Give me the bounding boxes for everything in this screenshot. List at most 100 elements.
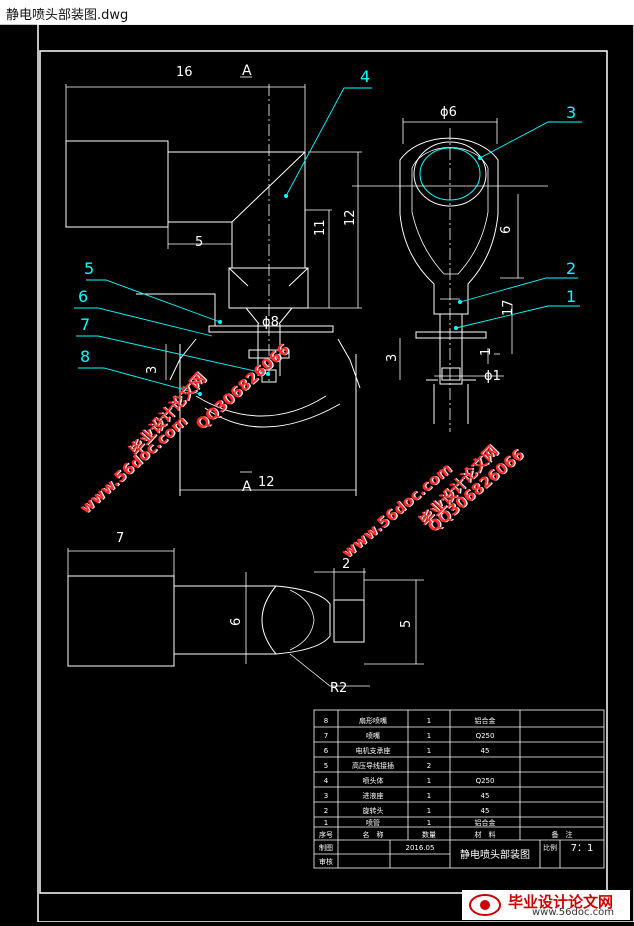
dim-7: 7 bbox=[116, 531, 124, 546]
scale-value: 7：1 bbox=[571, 843, 594, 854]
drawing-frame bbox=[39, 50, 608, 894]
callout-8: 8 bbox=[80, 347, 90, 366]
front-view bbox=[65, 140, 361, 496]
dim-3-right: 3 bbox=[385, 354, 400, 362]
bom-header-material: 材 料 bbox=[475, 830, 496, 839]
bom-qty: 1 bbox=[427, 819, 431, 827]
scale-label: 比例 bbox=[543, 843, 557, 852]
bom-no: 7 bbox=[324, 732, 328, 740]
draw-date: 2016.05 bbox=[406, 844, 435, 852]
bom-header-qty: 数量 bbox=[422, 830, 436, 839]
bom-no: 2 bbox=[324, 807, 328, 815]
bom-header-no: 序号 bbox=[319, 830, 333, 839]
callout-2: 2 bbox=[566, 259, 576, 278]
dim-phi1: ϕ1 bbox=[484, 369, 501, 384]
bottom-view bbox=[67, 575, 365, 667]
bom-qty: 1 bbox=[427, 732, 431, 740]
bom-name: 进液座 bbox=[363, 791, 384, 800]
bom-header-name: 名 称 bbox=[363, 830, 384, 839]
callout-5: 5 bbox=[84, 259, 94, 278]
bom-row: 5 高压导线接插 2 bbox=[324, 761, 431, 770]
bom-name: 喷嘴 bbox=[366, 731, 380, 740]
leader-dots bbox=[198, 156, 482, 396]
bom-rows: 8 扇形喷嘴 1 铝合金 7 喷嘴 1 Q250 6 电机支承座 1 45 5 … bbox=[319, 716, 593, 866]
bom-no: 6 bbox=[324, 747, 329, 755]
window-titlebar: 静电喷头部装图.dwg bbox=[0, 0, 634, 25]
dim-16: 16 bbox=[176, 65, 193, 80]
bom-row: 8 扇形喷嘴 1 铝合金 bbox=[324, 716, 496, 725]
leaders bbox=[74, 87, 582, 395]
callout-numbers: 4 3 5 6 7 8 2 1 bbox=[78, 67, 576, 366]
front-dims bbox=[65, 76, 362, 491]
callout-1: 1 bbox=[566, 287, 576, 306]
draw-label: 制图 bbox=[319, 843, 333, 852]
bom-material: 45 bbox=[481, 807, 490, 815]
callout-6: 6 bbox=[78, 287, 88, 306]
bom-material: 45 bbox=[481, 792, 490, 800]
bom-qty: 1 bbox=[427, 777, 431, 785]
bottom-dim-text: 7 2 6 5 R2 bbox=[116, 531, 414, 696]
dim-5: 5 bbox=[195, 235, 203, 250]
callout-3: 3 bbox=[566, 103, 576, 122]
dim-r2: R2 bbox=[330, 681, 347, 696]
bom-name: 喷头体 bbox=[363, 776, 384, 785]
dim-17: 17 bbox=[501, 299, 516, 316]
callout-7: 7 bbox=[80, 315, 90, 334]
bom-row: 3 进液座 1 45 bbox=[324, 791, 490, 800]
dim-phi8: ϕ8 bbox=[262, 315, 279, 330]
bom-name: 高压导线接插 bbox=[352, 761, 394, 770]
bom-table-lines bbox=[313, 709, 605, 869]
side-view bbox=[399, 137, 499, 424]
front-dim-text: 16 5 11 12 ϕ8 3 12 A A bbox=[145, 63, 358, 495]
bom-name: 旋转头 bbox=[363, 806, 384, 815]
dim-11: 11 bbox=[313, 219, 328, 236]
bom-qty: 1 bbox=[427, 717, 431, 725]
section-mark-a-top: A bbox=[242, 63, 252, 79]
bom-row: 4 喷头体 1 Q250 bbox=[324, 776, 495, 785]
bom-material: Q250 bbox=[476, 732, 495, 740]
bom-row: 2 旋转头 1 45 bbox=[324, 806, 490, 815]
window-title: 静电喷头部装图.dwg bbox=[6, 8, 129, 23]
dim-2: 2 bbox=[342, 557, 350, 572]
site-logo: 毕业设计论文网 www.56doc.com bbox=[462, 890, 630, 920]
bom-material: Q250 bbox=[476, 777, 495, 785]
bom-material: 铝合金 bbox=[475, 818, 496, 827]
drawing-canvas[interactable]: 16 5 11 12 ϕ8 3 12 A A ϕ6 bbox=[0, 23, 634, 923]
bom-qty: 2 bbox=[427, 762, 431, 770]
bom-no: 8 bbox=[324, 717, 328, 725]
drawing-name: 静电喷头部装图 bbox=[460, 848, 530, 861]
dim-phi6: ϕ6 bbox=[440, 105, 457, 120]
bom-no: 3 bbox=[324, 792, 328, 800]
bom-qty: 1 bbox=[427, 807, 431, 815]
title-block: 制图 审核 2016.05 静电喷头部装图 比例 7：1 bbox=[319, 843, 593, 866]
dim-6-right: 6 bbox=[499, 226, 514, 234]
bom-name: 扇形喷嘴 bbox=[359, 716, 387, 725]
bom-row: 7 喷嘴 1 Q250 bbox=[324, 731, 495, 740]
side-dim-text: ϕ6 6 17 3 1 ϕ1 bbox=[385, 105, 516, 384]
dim-1: 1 bbox=[479, 348, 494, 356]
bom-row: 1 喷管 1 铝合金 bbox=[324, 818, 496, 827]
bom-material: 铝合金 bbox=[475, 716, 496, 725]
bom-qty: 1 bbox=[427, 792, 431, 800]
section-mark-a-bottom: A bbox=[242, 479, 252, 495]
bom-qty: 1 bbox=[427, 747, 431, 755]
logo-icon bbox=[469, 894, 501, 916]
bom-header-note: 备 注 bbox=[552, 830, 573, 839]
bom-row: 6 电机支承座 1 45 bbox=[324, 746, 490, 755]
bom-no: 5 bbox=[324, 762, 328, 770]
dim-3-left: 3 bbox=[145, 366, 160, 374]
bom-header: 序号 名 称 数量 材 料 备 注 bbox=[319, 830, 573, 839]
callout-4: 4 bbox=[360, 67, 370, 86]
bom-material: 45 bbox=[481, 747, 490, 755]
check-label: 审核 bbox=[319, 857, 333, 866]
dim-12-vertical: 12 bbox=[343, 209, 358, 226]
bom-no: 4 bbox=[324, 777, 329, 785]
cad-drawing: 16 5 11 12 ϕ8 3 12 A A ϕ6 bbox=[37, 23, 634, 923]
logo-text: 毕业设计论文网 bbox=[508, 893, 614, 911]
bottom-dims bbox=[67, 548, 424, 687]
bom-no: 1 bbox=[324, 819, 328, 827]
bom-name: 电机支承座 bbox=[356, 746, 391, 755]
dim-5-bottom: 5 bbox=[399, 620, 414, 628]
bom-name: 喷管 bbox=[366, 818, 380, 827]
logo-url: www.56doc.com bbox=[532, 907, 615, 918]
